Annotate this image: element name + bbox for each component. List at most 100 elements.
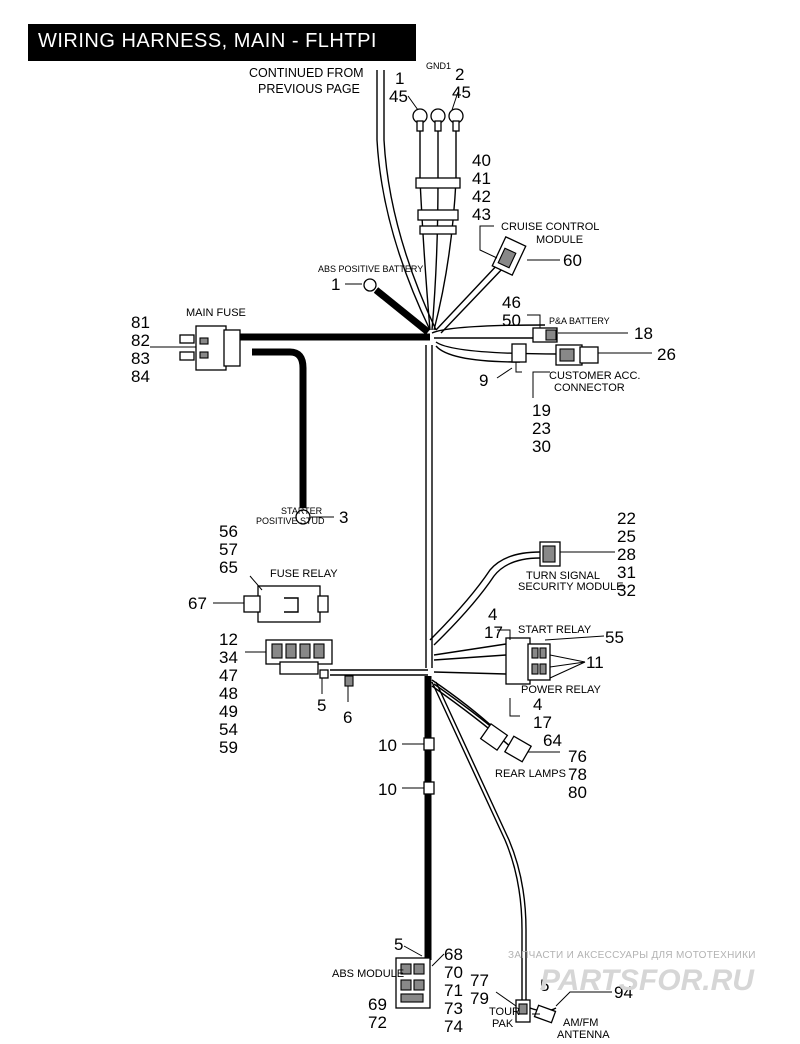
- callout-numbers: 1 45 2 45 40 41 42 43 60 1 81 82 83 84 4…: [131, 65, 676, 1036]
- ground-lugs: [412, 108, 464, 235]
- callout-fuse-block-3: 47: [219, 666, 238, 685]
- callout-rear-lamps-1: 76: [568, 747, 587, 766]
- callout-abs-module-5: 5: [394, 935, 403, 954]
- main-fuse-holder: [179, 325, 241, 371]
- callout-cruise-4: 43: [472, 205, 491, 224]
- callout-tssm-2: 25: [617, 527, 636, 546]
- callout-ring-6: 6: [343, 708, 352, 727]
- title-bar: WIRING HARNESS, MAIN - FLHTPI: [30, 26, 414, 59]
- diagram-title: WIRING HARNESS, MAIN - FLHTPI: [38, 30, 377, 52]
- starter-label-2: POSITIVE STUD: [256, 516, 325, 526]
- callout-power-relay-2: 17: [533, 713, 552, 732]
- callout-pa-2: 50: [502, 311, 521, 330]
- gnd-label: GND1: [426, 61, 451, 71]
- main-fuse-label: MAIN FUSE: [186, 307, 246, 319]
- abs-battery-ring: [363, 278, 377, 292]
- callout-fuse-block-7: 59: [219, 738, 238, 757]
- continued-label-2: PREVIOUS PAGE: [258, 82, 360, 96]
- callout-customer-3: 30: [532, 437, 551, 456]
- callout-relay-11: 11: [586, 653, 604, 672]
- callout-cruise-1: 40: [472, 151, 491, 170]
- abs-module: [395, 957, 431, 1009]
- watermark-line-1: ЗАПЧАСТИ И АКСЕССУАРЫ ДЛЯ МОТОТЕХНИКИ: [508, 950, 756, 961]
- abs-module-label: ABS MODULE: [332, 968, 404, 980]
- callout-abs-module-left-b: 72: [368, 1013, 387, 1032]
- callout-tour-pak-5: 5: [540, 976, 549, 995]
- tour-pak-label-2: PAK: [492, 1018, 514, 1030]
- cruise-control-module: [491, 235, 527, 277]
- customer-label-1: CUSTOMER ACC.: [549, 370, 640, 382]
- callout-start-relay-1: 4: [488, 605, 497, 624]
- callout-rear-lamps-64: 64: [543, 731, 562, 750]
- relays: [505, 637, 551, 685]
- callout-fuse-relay: 67: [188, 594, 207, 613]
- callout-ring-5: 5: [317, 696, 326, 715]
- callout-abs-module-r5: 74: [444, 1017, 463, 1036]
- callout-customer-2: 23: [532, 419, 551, 438]
- callout-abs-module-r1: 68: [444, 945, 463, 964]
- callout-tour-pak-2: 79: [470, 989, 489, 1008]
- antenna-label-1: AM/FM: [563, 1017, 598, 1029]
- callout-fuse-relay-3: 65: [219, 558, 238, 577]
- rear-lamp-connectors: [479, 722, 533, 763]
- callout-fuse-block-6: 54: [219, 720, 238, 739]
- starter-stud-ring: [295, 509, 311, 525]
- fuse-relay-label: FUSE RELAY: [270, 568, 338, 580]
- harness-wires: [240, 70, 561, 1000]
- power-relay-label: POWER RELAY: [521, 684, 602, 696]
- callout-main-fuse-3: 83: [131, 349, 150, 368]
- start-relay-label: START RELAY: [518, 624, 592, 636]
- callout-tssm-3: 28: [617, 545, 636, 564]
- callout-abs-module-left: 69: [368, 995, 387, 1014]
- callout-rear-lamps-2: 78: [568, 765, 587, 784]
- callout-abs-battery: 1: [331, 275, 340, 294]
- watermark: ЗАПЧАСТИ И АКСЕССУАРЫ ДЛЯ МОТОТЕХНИКИ PA…: [508, 950, 756, 997]
- callout-relay-55: 55: [605, 628, 624, 647]
- customer-label-2: CONNECTOR: [554, 382, 625, 394]
- customer-acc-connector: [555, 344, 599, 366]
- tour-pak-label-1: TOUR: [489, 1006, 520, 1018]
- pa-battery-label: P&A BATTERY: [549, 316, 610, 326]
- callout-cruise-3: 42: [472, 187, 491, 206]
- starter-label-1: STARTER: [281, 506, 323, 516]
- callout-starter: 3: [339, 508, 348, 527]
- tour-pak-and-antenna: [515, 999, 557, 1024]
- tssm-connector: [539, 541, 561, 567]
- callout-fuse-block-5: 49: [219, 702, 238, 721]
- callout-main-fuse-2: 82: [131, 331, 150, 350]
- cable-clip: [511, 343, 527, 373]
- callout-rear-lamps-3: 80: [568, 783, 587, 802]
- leader-lines: [150, 91, 652, 1015]
- fuse-block: [265, 639, 333, 675]
- callout-tie-upper: 10: [378, 736, 397, 755]
- callout-main-fuse-1: 81: [131, 313, 150, 332]
- callout-fuse-block-2: 34: [219, 648, 238, 667]
- callout-main-fuse-4: 84: [131, 367, 150, 386]
- callout-fuse-block-1: 12: [219, 630, 238, 649]
- rear-lamps-label: REAR LAMPS: [495, 768, 566, 780]
- watermark-line-2: PARTSFOR.RU: [540, 964, 755, 997]
- callout-cruise-2: 41: [472, 169, 491, 188]
- callout-fuse-relay-2: 57: [219, 540, 238, 559]
- callout-tour-pak-1: 77: [470, 971, 489, 990]
- callout-pa-1: 46: [502, 293, 521, 312]
- callout-gnd-right-1: 2: [455, 65, 464, 84]
- ground-ring-terminals: [319, 669, 354, 687]
- continued-label-1: CONTINUED FROM: [249, 66, 364, 80]
- callout-gnd-right-2: 45: [452, 83, 471, 102]
- callout-cruise-module: 60: [563, 251, 582, 270]
- callout-gnd-left-2: 45: [389, 87, 408, 106]
- callout-abs-module-r3: 71: [444, 981, 463, 1000]
- callout-tssm-4: 31: [617, 563, 636, 582]
- cruise-label-1: CRUISE CONTROL: [501, 221, 599, 233]
- callout-antenna: 94: [614, 983, 633, 1002]
- fuse-relay: [243, 585, 329, 623]
- callout-pa-connector: 18: [634, 324, 653, 343]
- callout-tssm-1: 22: [617, 509, 636, 528]
- abs-battery-label: ABS POSITIVE BATTERY: [318, 264, 423, 274]
- tssm-label-2: SECURITY MODULE: [518, 581, 624, 593]
- callout-customer-connector: 26: [657, 345, 676, 364]
- callout-clip: 9: [479, 371, 488, 390]
